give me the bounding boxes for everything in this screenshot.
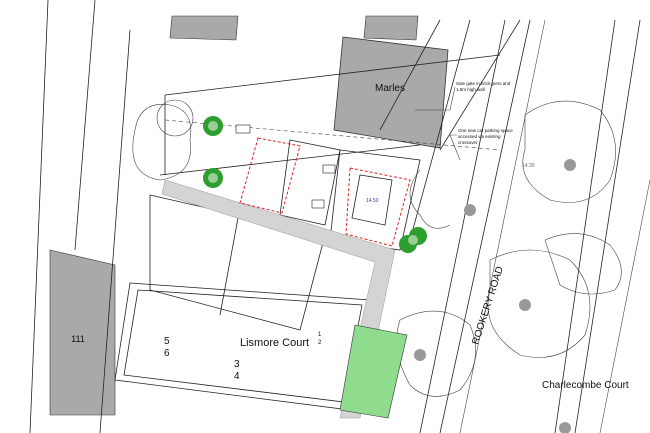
- site-boundary-left: [239, 137, 301, 214]
- svg-text:1: 1: [318, 332, 322, 338]
- svg-text:4: 4: [234, 371, 240, 382]
- building-111-label: 111: [71, 334, 85, 344]
- lismore-court-label: Lismore Court: [240, 337, 309, 349]
- tree-markers: [414, 159, 576, 433]
- tree-icons: [203, 116, 427, 253]
- site-boundary-right: [345, 167, 411, 247]
- outbuildings: [235, 124, 336, 209]
- landscaped-area: [339, 324, 408, 419]
- building-111: [49, 249, 116, 416]
- flat-numbers: 5 6 3 4 1 2: [164, 332, 322, 382]
- side-gate-note: Side gate in brick piers and 1.8m high w…: [456, 81, 512, 92]
- svg-text:2: 2: [318, 340, 322, 346]
- neighbour-building-top-right: [363, 15, 419, 41]
- svg-text:5: 5: [164, 336, 170, 347]
- neighbour-building-top-left: [169, 15, 239, 41]
- marles-label: Marles: [375, 83, 405, 94]
- svg-text:6: 6: [164, 348, 170, 359]
- level-label-site: 14.50: [366, 198, 379, 204]
- leader-side-gate: [415, 86, 456, 111]
- access-path: [161, 179, 396, 419]
- proposed-building: [351, 174, 393, 226]
- road-label: ROOKERY ROAD: [470, 265, 506, 346]
- parking-note: One new car parking space accessed via e…: [458, 128, 514, 145]
- svg-text:3: 3: [234, 359, 240, 370]
- level-label-road: 14.30: [522, 163, 535, 169]
- leader-parking: [449, 134, 461, 161]
- charlecombe-court-label: Charlecombe Court: [542, 380, 629, 391]
